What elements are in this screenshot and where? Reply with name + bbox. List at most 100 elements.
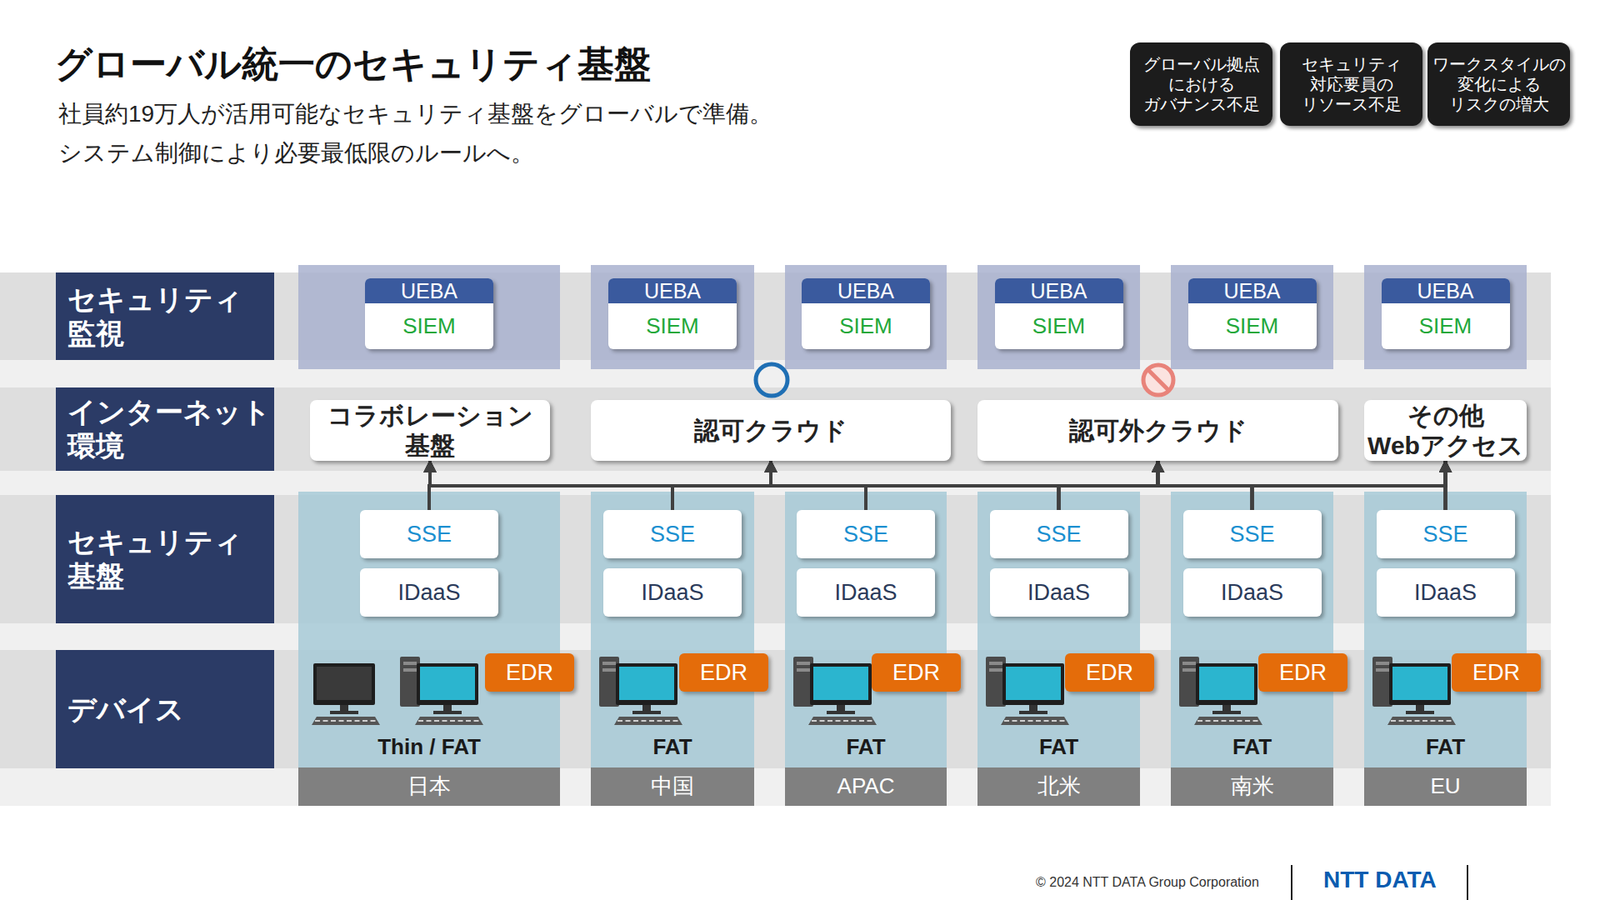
region-panel [977,491,1140,768]
region-label-box: 中国 [590,767,755,806]
node-text: IDaaS [397,579,460,606]
device-type: FAT [1039,734,1079,760]
node-text: インターネット 環境 [67,395,271,464]
device-type: Thin / FAT [377,734,481,760]
edr-box: EDR [679,653,769,692]
node-text: IDaaS [834,579,897,606]
node-text: SSE [1422,520,1468,548]
sse-box: SSE [360,510,499,559]
edr-box: EDR [1258,653,1348,692]
thin-client-icon [311,663,380,725]
sse-box: SSE [796,510,935,559]
node-text: 日本 [407,773,451,800]
connector [1158,460,1446,510]
monitoring-box: UEBASIEM [365,278,494,350]
node-text: APAC [837,773,895,800]
monitoring-box: UEBASIEM [801,278,930,350]
monitoring-box: UEBASIEM [608,278,737,350]
box-body: SIEM [365,303,494,350]
device-type: FAT [1232,734,1272,760]
node-text: SSE [1229,520,1275,548]
monitoring-box: UEBASIEM [995,278,1124,350]
box-header: UEBA [801,278,930,304]
region-panel [590,491,755,768]
region-panel [1364,265,1527,370]
edr-box: EDR [1451,653,1541,692]
node-text: IDaaS [640,579,704,606]
box-body: SIEM [1381,303,1510,350]
node-text: 認可クラウド [694,415,848,446]
idaas-box: IDaaS [1376,568,1515,617]
box-header: UEBA [1188,278,1317,304]
node-text: デバイス [67,692,185,727]
node-text: EDR [1085,659,1134,686]
node-text: 北米 [1037,773,1081,800]
node-text: セキュリティ 基盤 [67,525,265,594]
sse-box: SSE [603,510,742,559]
internet-box: 認可クラウド [590,400,951,461]
connector [430,460,1446,510]
footer-divider [1290,865,1293,900]
box-header: UEBA [608,278,737,304]
issue-box: グローバル拠点 における ガバナンス不足 [1130,42,1273,126]
node-text: EU [1430,773,1460,800]
node-text: ワークスタイルの 変化による リスクの増大 [1432,54,1566,115]
sse-box: SSE [1183,510,1322,559]
region-panels [298,265,1527,768]
subtitle: 社員約19万人が活用可能なセキュリティ基盤をグローバルで準備。 [58,98,773,130]
row-header: セキュリティ 監視 [55,272,275,360]
region-label-box: 南米 [1170,767,1334,806]
connector [429,460,1446,510]
node-text: IDaaS [1220,579,1284,606]
device-type: FAT [1425,734,1465,760]
region-label-box: APAC [785,767,947,806]
box-header: UEBA [995,278,1124,304]
footer-divider [1466,865,1469,900]
region-panel [785,491,947,768]
idaas-box: IDaaS [603,568,742,617]
prohibited-ring [1143,365,1174,395]
node-text: SSE [1035,520,1081,548]
row-header: インターネット 環境 [55,387,275,471]
region-label-box: 日本 [298,767,560,806]
internet-box: その他 Webアクセス [1364,400,1527,461]
node-text: EDR [892,659,940,686]
box-header: UEBA [365,278,494,304]
internet-box: 認可外クラウド [977,400,1339,461]
node-text: EDR [700,659,748,686]
node-text: SSE [650,520,695,548]
prohibited-symbol [1143,365,1174,395]
row-band [0,387,1551,471]
box-body: SIEM [995,303,1124,350]
idaas-box: IDaaS [990,568,1129,617]
region-label-box: 北米 [977,767,1140,806]
allowed-symbol [755,364,788,396]
node-text: EDR [1279,659,1327,686]
pc-icon [793,656,877,725]
node-text: SSE [406,520,452,548]
edr-box: EDR [1065,653,1155,692]
device-type: FAT [845,734,885,760]
box-body: SIEM [1188,303,1317,350]
pc-icon [599,656,683,725]
node-text: 中国 [650,773,695,800]
pc-icon [1179,656,1263,725]
edr-box: EDR [871,653,961,692]
device-type: FAT [652,734,692,760]
connector [770,460,1446,510]
sse-box: SSE [990,510,1129,559]
internet-box: コラボレーション 基盤 [310,400,550,461]
node-text: SSE [843,520,889,548]
row-header: セキュリティ 基盤 [55,495,275,624]
region-panel [1170,265,1334,370]
node-text: EDR [1472,659,1520,686]
node-text: その他 Webアクセス [1367,400,1524,461]
edr-box: EDR [485,653,575,692]
region-label-box: EU [1364,767,1527,806]
issue-box: ワークスタイルの 変化による リスクの増大 [1427,42,1570,126]
region-panel [1364,491,1527,768]
box-body: SIEM [801,303,930,350]
idaas-box: IDaaS [796,568,935,617]
node-text: 認可外クラウド [1069,415,1248,446]
node-text: IDaaS [1414,579,1477,606]
